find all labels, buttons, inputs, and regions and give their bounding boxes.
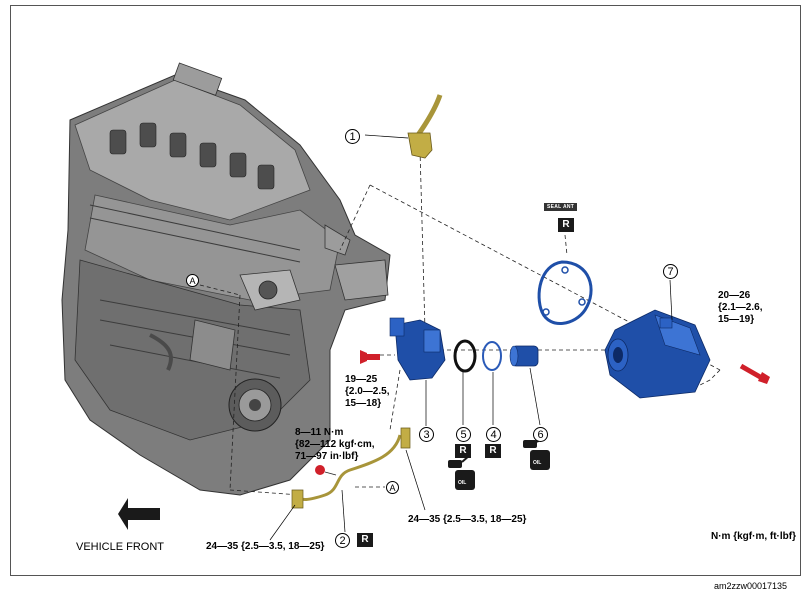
part-1-vacuum-hose — [407, 94, 443, 159]
units-note: N·m {kgf·m, ft·lbf} — [711, 531, 796, 542]
oil-can-icon — [448, 454, 475, 490]
gasket — [537, 260, 593, 325]
sealant-tube-label: SEAL ANT — [544, 203, 578, 211]
ref-a-pipe: A — [386, 481, 399, 494]
part-4-o-ring — [482, 341, 502, 371]
vehicle-front-arrow-icon — [118, 498, 160, 530]
bolt-housing — [360, 350, 380, 364]
replace-badge-part4: R — [485, 444, 501, 458]
callout-leaders — [269, 134, 673, 541]
callout-3: 3 — [419, 427, 434, 442]
torque-pipe-right: 24—35 {2.5—3.5, 18—25} — [408, 514, 527, 525]
part-5-o-ring — [453, 339, 477, 373]
callout-1: 1 — [345, 129, 360, 144]
torque-bracket-bolt: 8—11 N·m {82—112 kgf·cm, 71—97 in·lbf} — [295, 427, 375, 462]
engine-assembly — [61, 62, 391, 496]
torque-pipe-left: 24—35 {2.5—3.5, 18—25} — [206, 541, 325, 552]
oil-label-6: OIL — [533, 460, 542, 466]
replace-badge-part5: R — [455, 444, 471, 458]
part-7-vacuum-pump — [604, 309, 711, 399]
part-6-coupling — [509, 345, 539, 367]
bolt-bracket — [315, 465, 337, 476]
oil-label-5: OIL — [458, 480, 467, 486]
callout-5: 5 — [456, 427, 471, 442]
torque-pump-bolt: 20—26 {2.1—2.6, 15—19} — [718, 290, 763, 325]
diagram-frame — [10, 5, 801, 576]
torque-housing-bolt: 19—25 {2.0—2.5, 15—18} — [345, 374, 390, 409]
replace-badge-sealant: R — [558, 218, 574, 232]
callout-6: 6 — [533, 427, 548, 442]
callout-7: 7 — [663, 264, 678, 279]
vehicle-front-label: VEHICLE FRONT — [76, 541, 165, 553]
bolt-pump — [739, 363, 770, 384]
replace-badge-part2: R — [357, 533, 373, 547]
part-3-pump-housing — [389, 317, 446, 381]
ref-a-engine: A — [186, 274, 199, 287]
callout-4: 4 — [486, 427, 501, 442]
part-2-oil-pipe — [291, 427, 411, 509]
figure-id: am2zzw00017135 — [714, 581, 788, 591]
callout-2: 2 — [335, 533, 350, 548]
